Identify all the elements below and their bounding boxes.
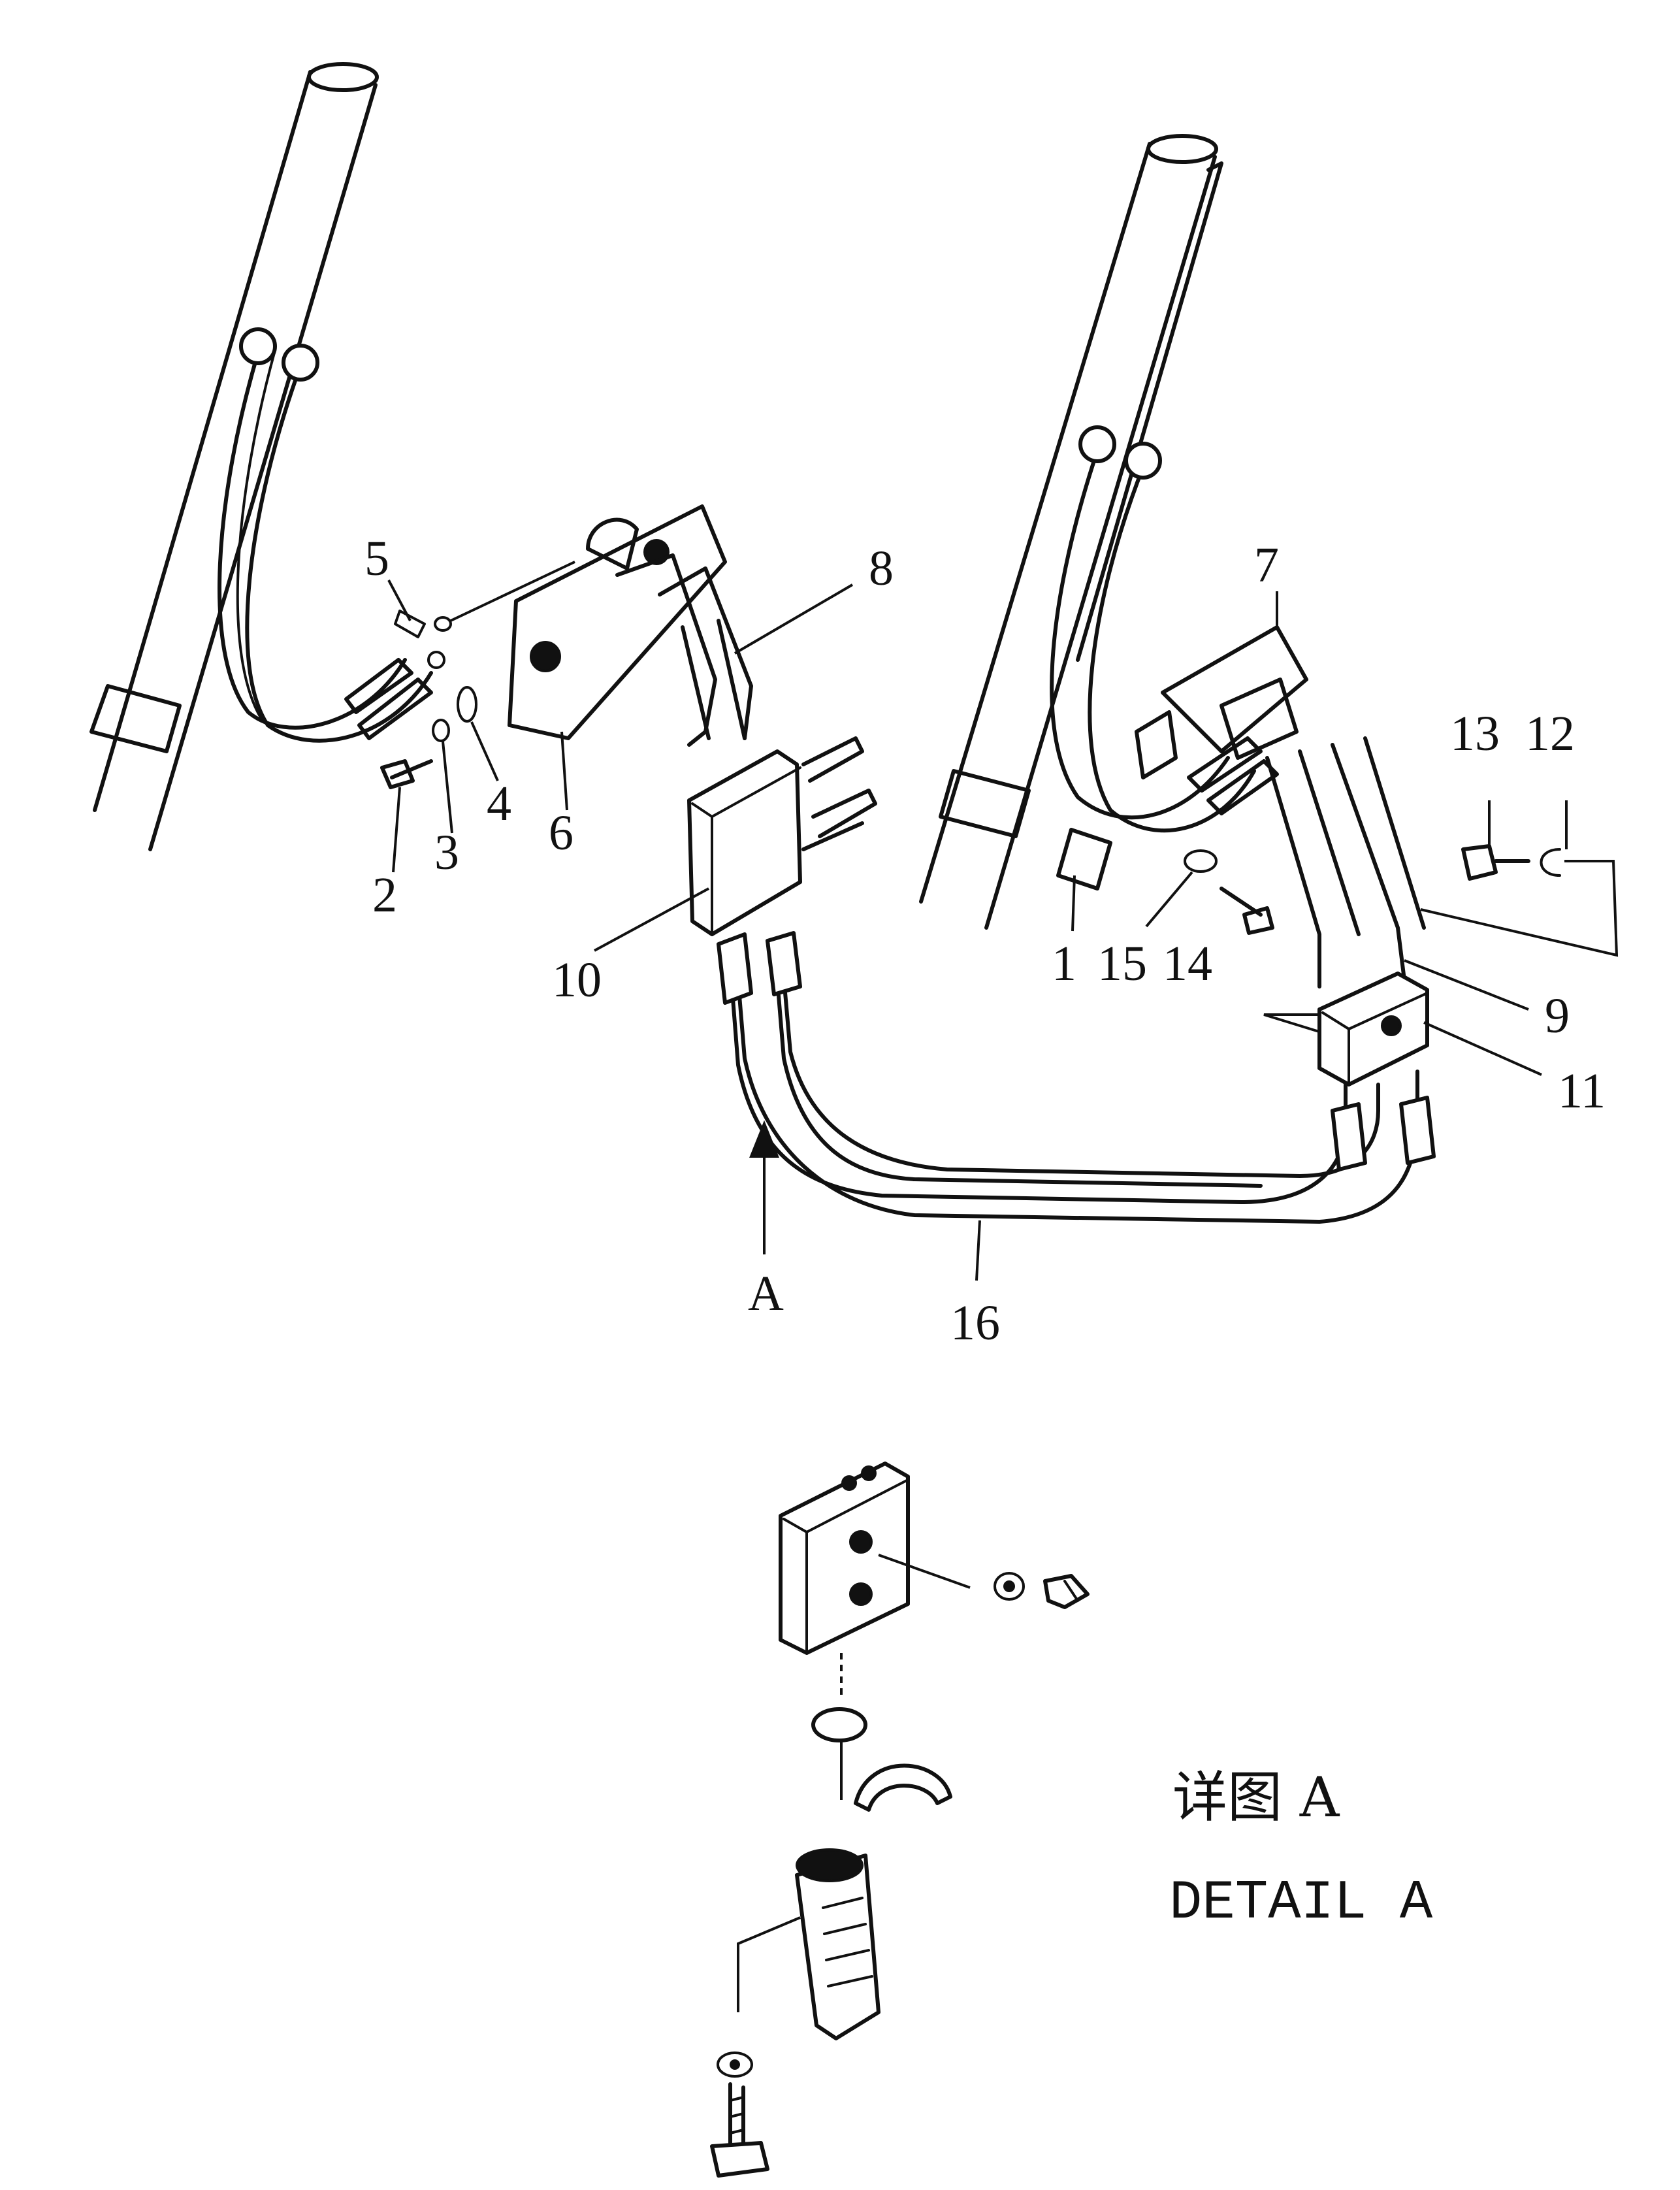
right-fittings [1184, 844, 1561, 935]
left-pilot-valve [615, 553, 753, 747]
callout-6: 6 [549, 806, 573, 860]
left-lever-cables [218, 327, 433, 743]
callout-1: 1 [1052, 936, 1076, 991]
detail-o-ring [811, 1707, 867, 1742]
left-lever-shaft [89, 62, 379, 851]
right-lever-assembly [919, 134, 1426, 989]
callout-11: 11 [1558, 1064, 1606, 1119]
callout-8: 8 [869, 541, 894, 596]
callout-2: 2 [372, 868, 397, 923]
view-arrow [749, 1120, 779, 1254]
detail-bottom-bolt [710, 2082, 769, 2178]
callout-12: 12 [1525, 706, 1575, 761]
callout-16: 16 [950, 1296, 1000, 1350]
callout-4: 4 [487, 776, 511, 831]
detail-hose-fitting [795, 1848, 880, 2040]
bolt-13 [1461, 844, 1530, 881]
bolt-2 [380, 759, 433, 789]
callout-5: 5 [364, 531, 389, 586]
detail-caption: 详图 A DETAIL A [1169, 1765, 1433, 1935]
callout-7: 7 [1254, 538, 1279, 593]
right-mounting-plate [1135, 625, 1308, 779]
detail-caption-chinese: 详图 A [1172, 1765, 1340, 1829]
callout-numbers: 1 2 3 4 5 6 7 8 9 10 11 12 13 14 15 16 A [364, 531, 1606, 1350]
detail-split-flange [854, 1763, 952, 1812]
right-lever-cables [1050, 425, 1279, 833]
detail-bottom-washer [717, 2051, 753, 2078]
callout-14: 14 [1163, 936, 1212, 991]
callout-13: 13 [1450, 706, 1500, 761]
o-ring-4 [457, 686, 477, 723]
left-lever-assembly [89, 62, 433, 851]
left-fittings [380, 561, 575, 789]
detail-block [779, 1462, 910, 1655]
right-manifold-block [1317, 972, 1429, 1087]
washer-15 [1184, 849, 1218, 873]
callout-15: 15 [1097, 936, 1147, 991]
screw-14 [1220, 887, 1274, 935]
detail-a-exploded-view [710, 1462, 1090, 2178]
detail-caption-english: DETAIL A [1169, 1872, 1433, 1935]
right-lever-shaft [919, 134, 1223, 930]
callout-3: 3 [434, 825, 459, 880]
clip-12 [1540, 848, 1561, 877]
detail-washer-bolt [993, 1572, 1090, 1609]
view-marker-a: A [748, 1266, 784, 1321]
callout-leaders [387, 580, 1568, 1281]
right-pilot-valve-hoses [1265, 736, 1426, 989]
callout-9: 9 [1545, 989, 1570, 1043]
washer-3 [432, 719, 450, 742]
callout-10: 10 [552, 953, 602, 1007]
plate-5 [394, 610, 426, 638]
left-mounting-plate [508, 504, 727, 740]
left-manifold-block [687, 736, 877, 936]
